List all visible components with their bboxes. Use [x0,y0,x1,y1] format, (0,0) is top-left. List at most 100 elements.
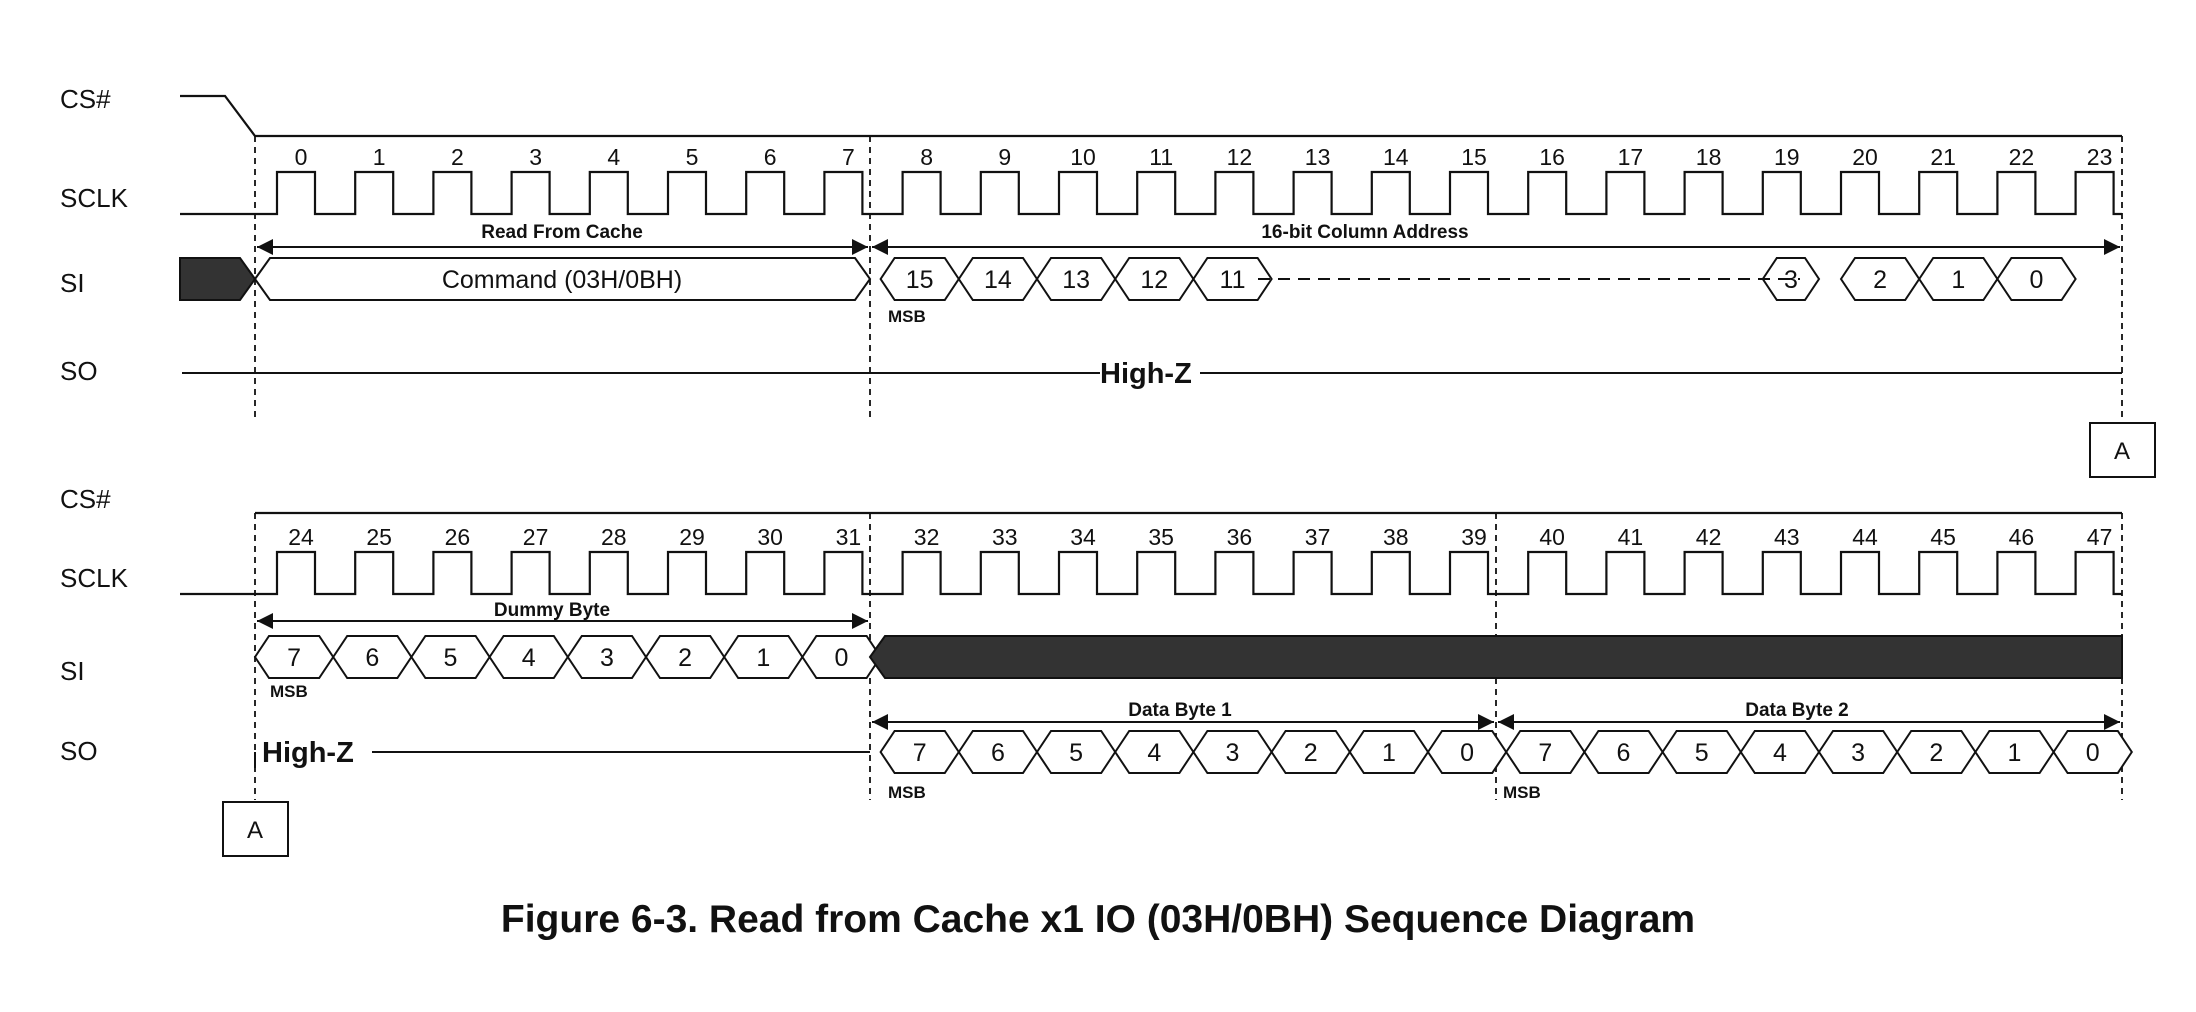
clock-cycle-label: 31 [836,524,862,550]
clock-cycle-label: 20 [1852,144,1878,170]
bit-label: 13 [1062,266,1090,294]
cs-label: CS# [60,484,111,514]
clock-cycle-label: 40 [1539,524,1565,550]
span-data-byte-2: Data Byte 2 [1745,700,1849,721]
bit-label: 0 [2086,739,2100,767]
clock-cycle-label: 19 [1774,144,1800,170]
clock-cycle-label: 32 [914,524,940,550]
bit-label: 6 [991,739,1005,767]
clock-cycle-label: 36 [1227,524,1253,550]
msb-label: MSB [888,307,926,326]
clock-cycle-label: 0 [295,144,308,170]
clock-cycle-label: 12 [1227,144,1253,170]
clock-cycle-label: 34 [1070,524,1096,550]
span-data-byte-1: Data Byte 1 [1128,700,1232,721]
bit-label: 3 [1851,739,1865,767]
so-label: SO [60,736,98,766]
bit-label: 1 [2008,739,2022,767]
bit-label: 2 [1929,739,1943,767]
msb-label: MSB [888,783,926,802]
clock-cycle-label: 10 [1070,144,1096,170]
bit-label: 0 [2030,266,2044,294]
clock-cycle-label: 23 [2087,144,2113,170]
clock-cycle-label: 44 [1852,524,1878,550]
bit-box [1996,257,2077,301]
bit-box [2052,730,2134,774]
bit-label: 7 [913,739,927,767]
sclk-label: SCLK [60,563,129,593]
clock-cycle-label: 14 [1383,144,1409,170]
span-read-from-cache: Read From Cache [481,222,643,243]
bit-label: 11 [1220,266,1246,294]
clock-cycle-label: 17 [1618,144,1644,170]
bit-label: 5 [1069,739,1083,767]
sclk-label: SCLK [60,183,129,213]
clock-cycle-label: 37 [1305,524,1331,550]
clock-cycle-label: 24 [288,524,314,550]
bit-label: 1 [1382,739,1396,767]
sclk-waveform [180,550,2122,596]
bit-label: 2 [1873,266,1887,294]
clock-cycle-label: 45 [1930,524,1956,550]
clock-cycle-label: 7 [842,144,855,170]
si-dont-care [179,257,257,301]
clock-cycle-label: 25 [366,524,392,550]
bit-label: 2 [678,644,692,672]
clock-cycle-label: 21 [1930,144,1956,170]
clock-cycle-label: 30 [757,524,783,550]
clock-cycle-label: 6 [764,144,777,170]
bit-label: 4 [1773,739,1787,767]
clock-cycle-label: 5 [686,144,699,170]
clock-cycle-label: 28 [601,524,627,550]
clock-cycle-label: 2 [451,144,464,170]
clock-cycle-label: 38 [1383,524,1409,550]
connector-label: A [247,817,263,844]
clock-cycle-label: 33 [992,524,1018,550]
clock-cycle-label: 18 [1696,144,1722,170]
bit-label: 4 [1147,739,1161,767]
clock-cycle-label: 13 [1305,144,1331,170]
bit-label: 5 [444,644,458,672]
msb-label: MSB [1503,783,1541,802]
so-label: SO [60,356,98,386]
bit-label: 3 [1226,739,1240,767]
bit-box [1192,257,1273,301]
bit-label: 5 [1695,739,1709,767]
clock-cycle-label: 11 [1149,144,1173,170]
bit-label: 6 [1617,739,1631,767]
clock-cycle-label: 41 [1618,524,1644,550]
cs-waveform [180,94,2122,138]
figure-caption: Figure 6-3. Read from Cache x1 IO (03H/0… [500,898,1696,941]
clock-cycle-label: 15 [1461,144,1487,170]
clock-cycle-label: 27 [523,524,549,550]
bit-label: 12 [1140,266,1168,294]
clock-cycle-label: 8 [920,144,933,170]
clock-cycle-label: 3 [529,144,542,170]
bit-label: 6 [365,644,379,672]
msb-label: MSB [270,682,308,701]
si-command-box [253,257,872,301]
bit-label: 2 [1304,739,1318,767]
bit-label: 7 [1538,739,1552,767]
bit-label: 1 [1951,266,1965,294]
bit-label: 7 [287,644,301,672]
sclk-waveform [180,170,2122,216]
so-highz-label: High-Z [1100,358,1192,390]
connector-box [2089,422,2156,478]
clock-cycle-label: 39 [1461,524,1487,550]
si-label: SI [60,268,85,298]
clock-cycle-label: 46 [2009,524,2035,550]
command-text: Command (03H/0BH) [442,266,682,294]
bit-label: 15 [906,266,934,294]
bit-label: 14 [984,266,1012,294]
si-dont-care [868,635,2123,679]
cs-label: CS# [60,84,111,114]
bit-label: 3 [600,644,614,672]
si-label: SI [60,656,85,686]
span-dummy-byte: Dummy Byte [494,600,610,621]
bit-label: 3 [1784,266,1798,294]
bit-label: 4 [522,644,536,672]
clock-cycle-label: 1 [373,144,386,170]
